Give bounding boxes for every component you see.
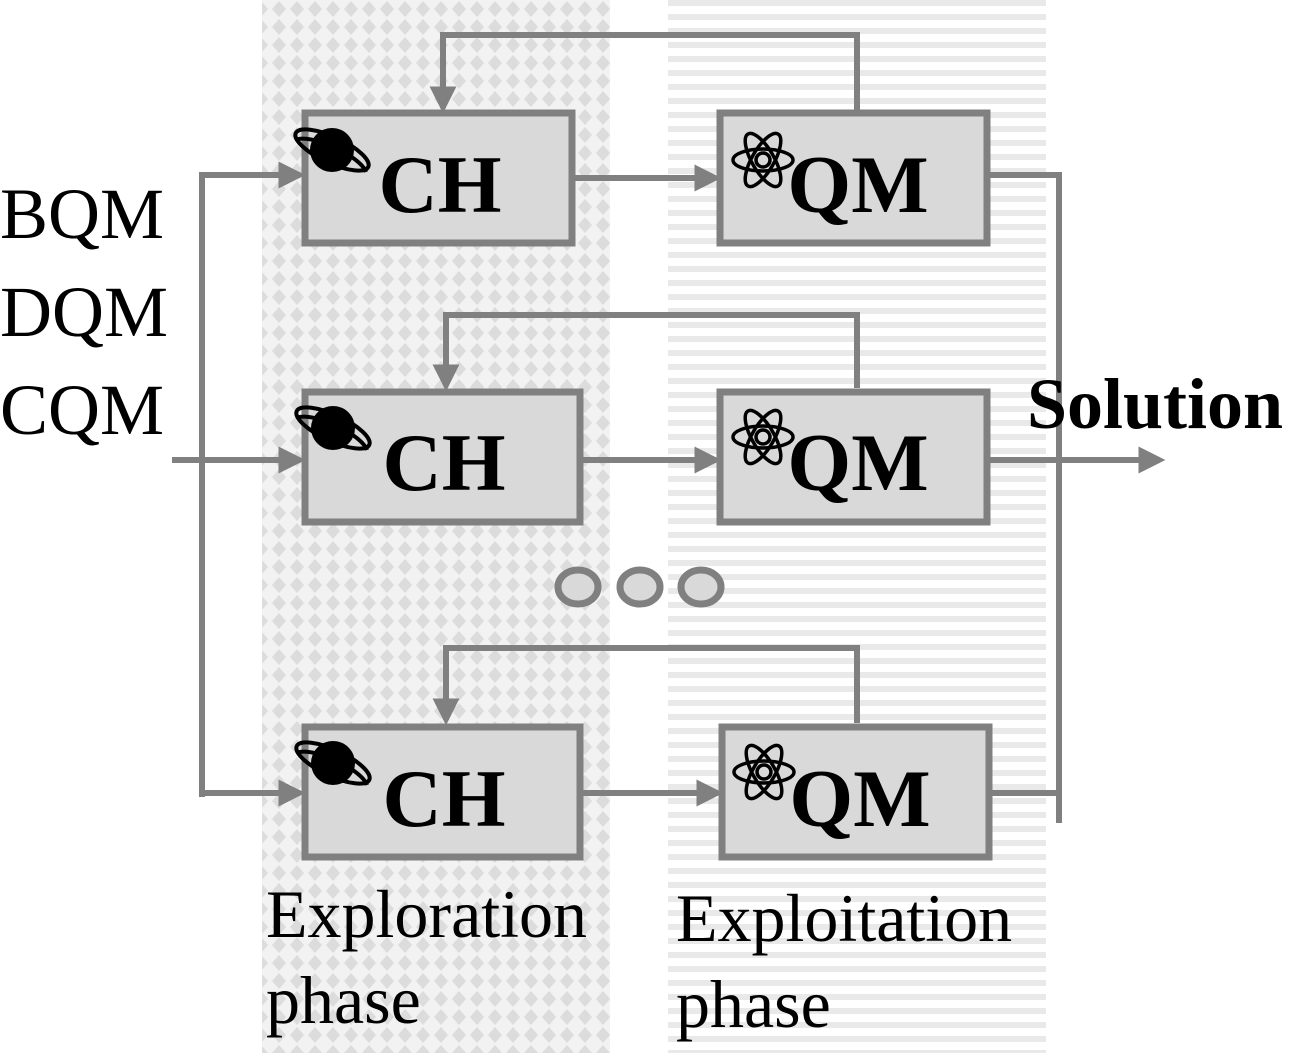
classical-label: CH bbox=[379, 139, 502, 230]
input-label-bqm: BQM bbox=[0, 174, 164, 254]
classical-heuristic-box bbox=[301, 723, 584, 861]
input-bus bbox=[172, 161, 306, 807]
exploitation-phase-label-line2: phase bbox=[676, 966, 831, 1042]
pipeline-1: CH QM bbox=[288, 32, 991, 247]
classical-label: CH bbox=[383, 417, 506, 508]
input-label-cqm: CQM bbox=[0, 370, 164, 450]
quantum-label: QM bbox=[787, 417, 928, 508]
classical-heuristic-box bbox=[301, 109, 576, 247]
exploitation-phase-label-line1: Exploitation bbox=[676, 880, 1012, 956]
quantum-label: QM bbox=[787, 139, 928, 230]
classical-label: CH bbox=[383, 753, 506, 844]
classical-heuristic-box bbox=[301, 388, 584, 526]
ellipsis-dots bbox=[554, 566, 725, 608]
pipeline-3: CH QM bbox=[289, 645, 993, 861]
pipeline-2: CH QM bbox=[289, 312, 991, 526]
exploration-phase-label-line1: Exploration bbox=[266, 876, 587, 952]
input-label-dqm: DQM bbox=[0, 272, 168, 352]
solution-label: Solution bbox=[1027, 364, 1283, 444]
exploration-phase-label-line2: phase bbox=[266, 962, 421, 1038]
output-bus bbox=[990, 172, 1166, 823]
quantum-label: QM bbox=[789, 753, 930, 844]
